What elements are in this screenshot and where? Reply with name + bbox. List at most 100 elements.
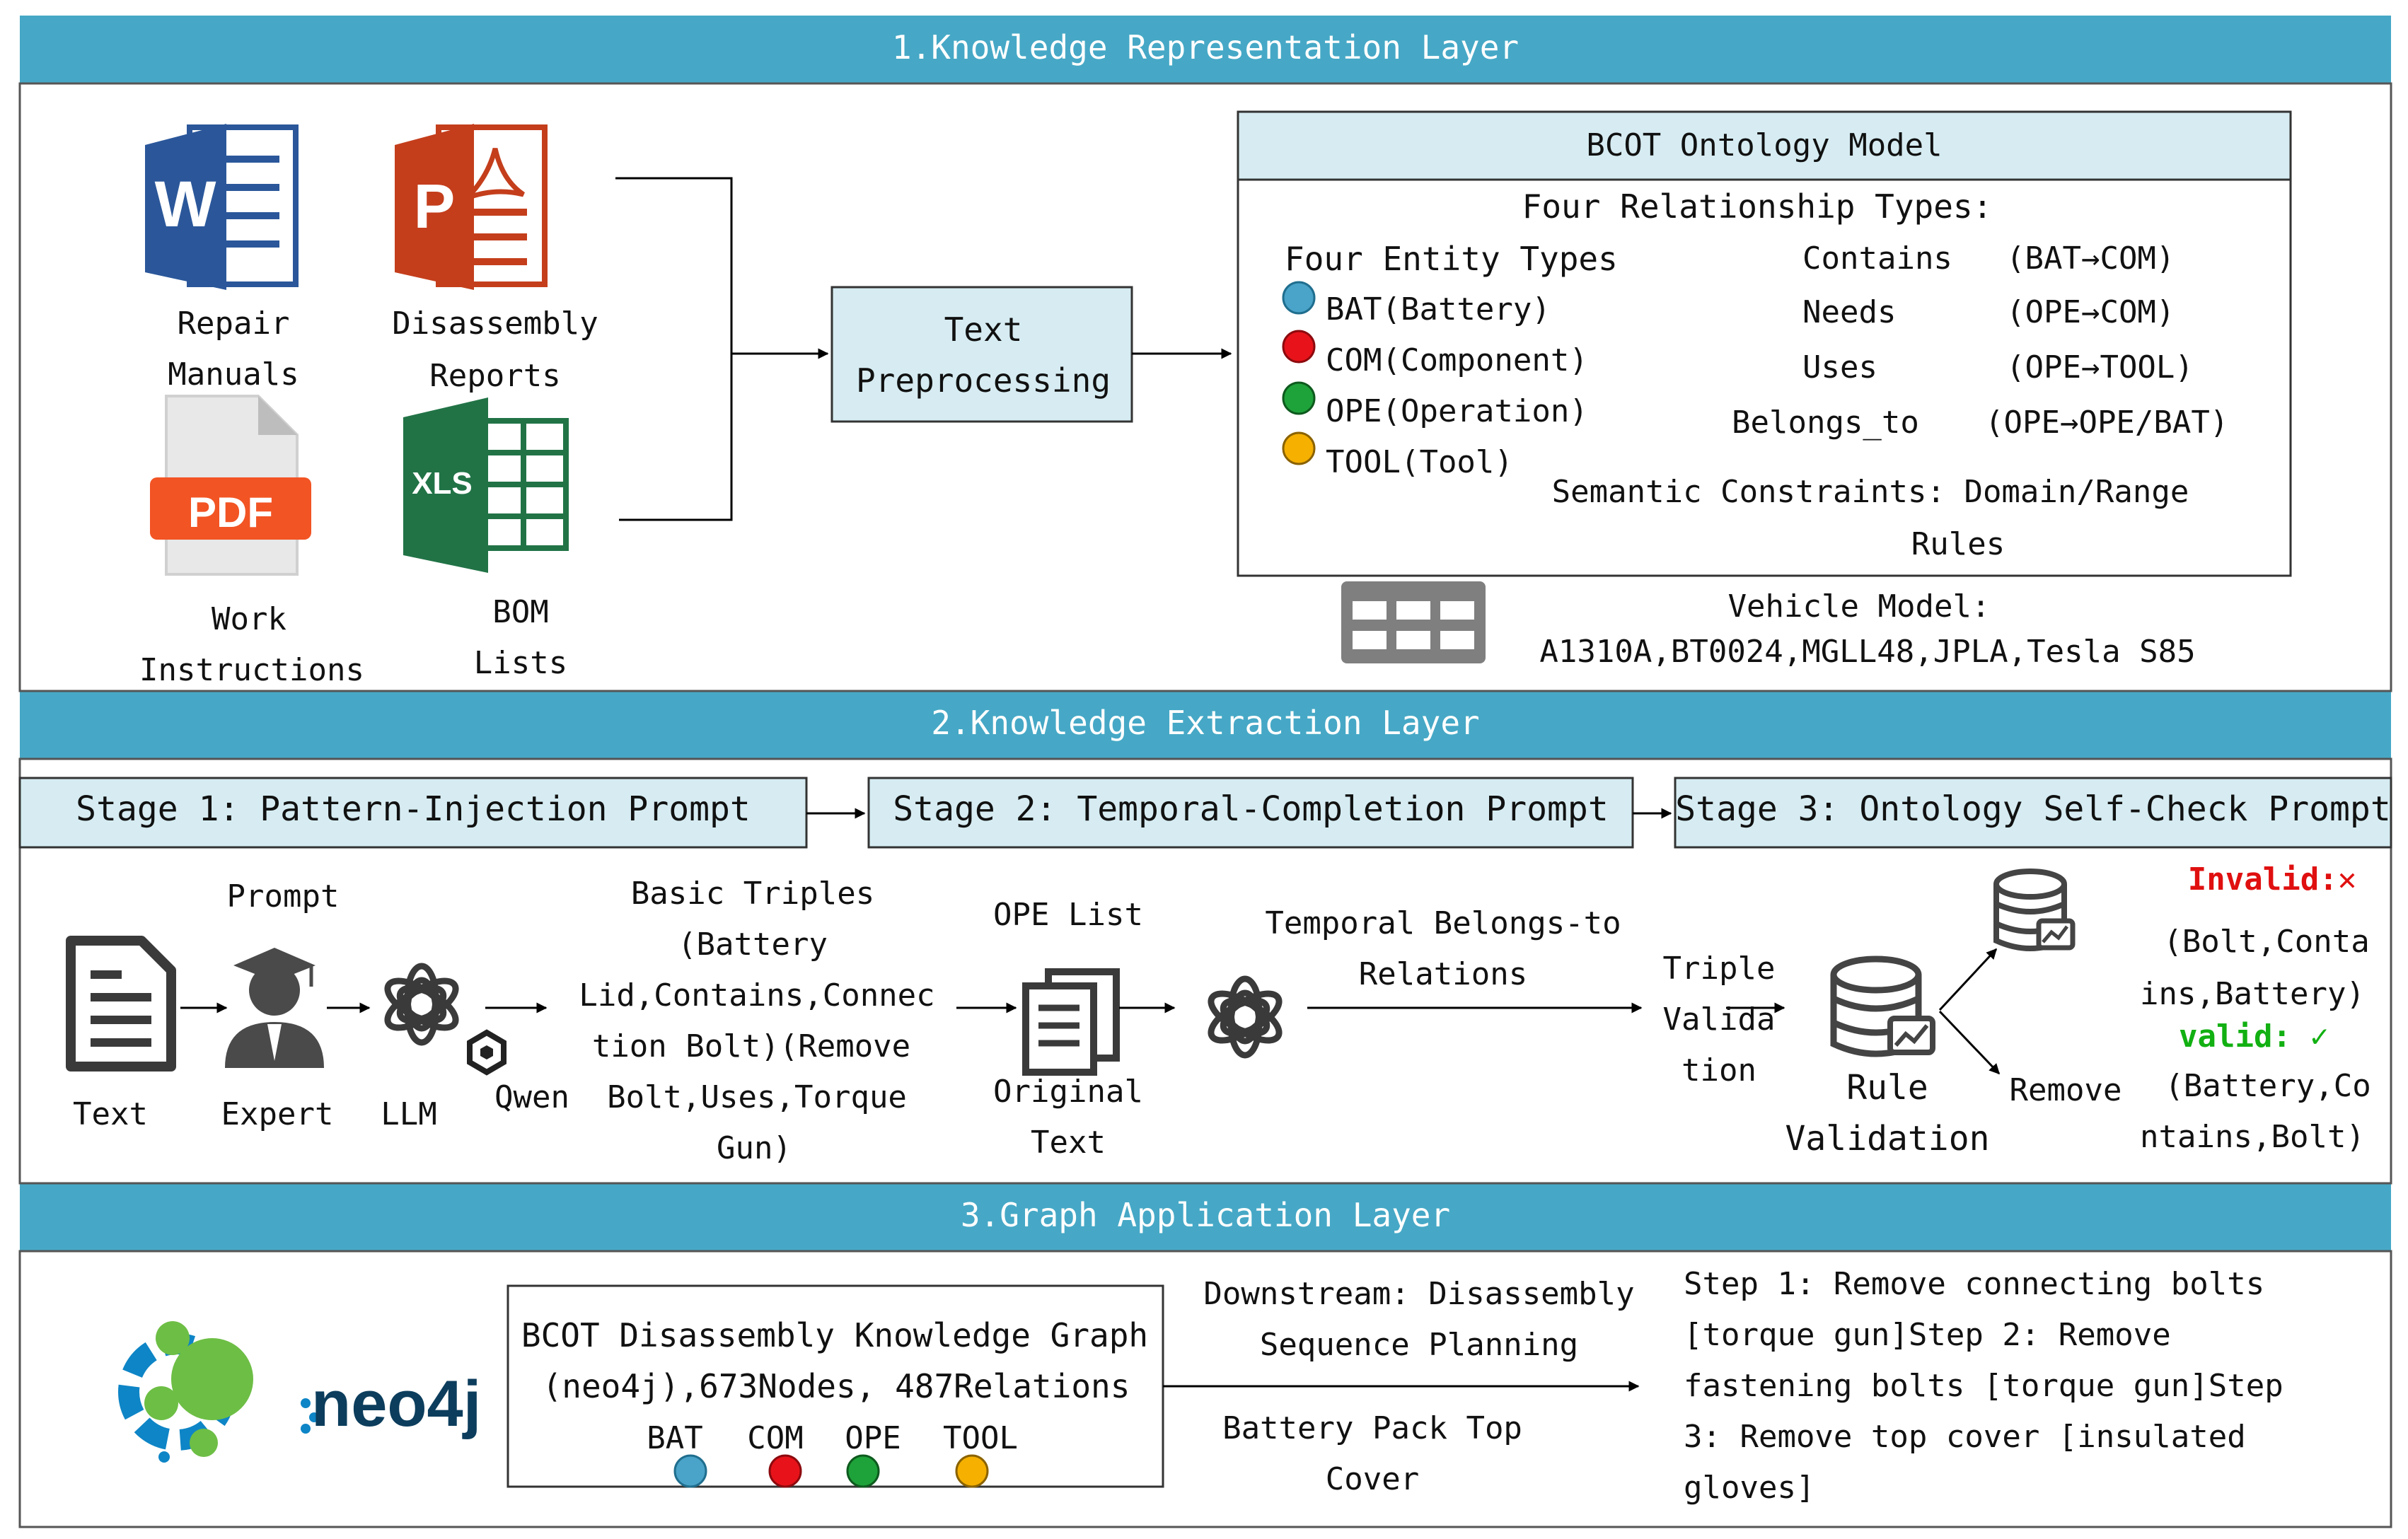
tool-entity-dot — [1282, 431, 1316, 465]
steps-line1: Step 1: Remove connecting bolts — [1684, 1266, 2265, 1302]
triples-line6: Gun) — [717, 1130, 792, 1166]
valid-example-line1: (Battery,Co — [2165, 1068, 2371, 1104]
rule-to-remove-arrow — [1938, 1010, 2001, 1075]
triples-line5: Bolt,Uses,Torque — [607, 1079, 907, 1115]
llm-icon-2 — [1208, 975, 1283, 1059]
legend-ope-dot — [846, 1454, 880, 1488]
steps-line4: 3: Remove top cover [insulated — [1684, 1419, 2246, 1455]
neo4j-logo-icon — [118, 1321, 253, 1463]
triples-line3: Lid,Contains,Connec — [579, 977, 935, 1014]
bat-entity-dot — [1282, 281, 1316, 315]
constraints-line1: Semantic Constraints: Domain/Range — [1551, 474, 2189, 510]
knowledge-graph-box — [507, 1284, 1164, 1488]
relation-uses-map: (OPE→TOOL) — [2006, 349, 2194, 385]
layer1-title: 1.Knowledge Representation Layer — [891, 28, 1520, 66]
stage3-label: Stage 3: Ontology Self-Check Prompt — [1675, 789, 2391, 829]
legend-bat-label: BAT — [647, 1420, 703, 1456]
remove-label: Remove — [2009, 1072, 2122, 1108]
temporal-line2: Relations — [1358, 956, 1528, 992]
pdf-document-icon: PDF — [150, 395, 311, 576]
pdf-label-line2: Instructions — [139, 652, 364, 688]
ontology-box — [1237, 110, 2292, 577]
invalid-label: Invalid:✕ — [2187, 861, 2357, 898]
ope-list-label: OPE List — [993, 897, 1143, 933]
stage3-box — [1674, 777, 2392, 849]
neo4j-wordmark-dots — [301, 1398, 319, 1434]
relation-uses-name: Uses — [1802, 349, 1877, 385]
temporal-line1: Temporal Belongs-to — [1265, 905, 1621, 941]
downstream-line1: Downstream: Disassembly — [1203, 1276, 1635, 1312]
triples-line2: (Battery — [678, 927, 828, 963]
text-document-icon — [66, 936, 176, 1072]
valid-example-line2: ntains,Bolt) — [2140, 1119, 2365, 1155]
relation-contains-name: Contains — [1802, 240, 1952, 277]
xls-badge-text: XLS — [412, 466, 473, 501]
stage2-label: Stage 2: Temporal-Completion Prompt — [893, 789, 1609, 829]
relation-belongs-map: (OPE→OPE/BAT) — [1985, 405, 2229, 441]
steps-line2: [torque gun]Step 2: Remove — [1684, 1317, 2171, 1353]
original-text-line2: Text — [1031, 1125, 1106, 1161]
layer3-banner — [20, 1183, 2391, 1251]
triples-line1: Basic Triples — [630, 876, 875, 912]
relation-needs-map: (OPE→COM) — [2006, 294, 2175, 330]
ppt-label-line1: Disassembly — [392, 306, 598, 342]
stage2-box — [867, 777, 1634, 849]
llm-label: LLM — [381, 1096, 437, 1132]
battery-cover-line2: Cover — [1325, 1461, 1420, 1497]
rule-validation-database-icon — [1830, 956, 1935, 1057]
relation-belongs-name: Belongs_to — [1732, 405, 1919, 441]
legend-bat-dot — [673, 1454, 707, 1488]
invalid-example-line2: ins,Battery) — [2140, 976, 2365, 1012]
entity-types-header: Four Entity Types — [1285, 240, 1618, 278]
xls-label-line1: BOM — [492, 594, 549, 630]
xls-label-line2: Lists — [473, 645, 568, 681]
triple-validation-line2: Valida — [1662, 1001, 1776, 1038]
original-text-line1: Original — [993, 1074, 1143, 1110]
svg-text:W: W — [155, 168, 216, 240]
ope-entity-dot — [1282, 381, 1316, 415]
layer1-frame — [18, 82, 2392, 692]
triple-validation-line1: Triple — [1662, 951, 1776, 987]
svg-text:P: P — [414, 171, 456, 241]
layer2-frame — [18, 757, 2392, 1185]
entity-bat: BAT(Battery) — [1326, 291, 1551, 327]
preprocessing-line1: Text — [944, 310, 1023, 349]
ontology-title: BCOT Ontology Model — [1586, 127, 1943, 163]
layer3-frame — [18, 1250, 2392, 1528]
entity-com: COM(Component) — [1326, 342, 1588, 378]
llm-icon — [384, 963, 459, 1046]
ppt-label-line2: Reports — [429, 358, 561, 394]
stage1-label: Stage 1: Pattern-Injection Prompt — [76, 789, 751, 829]
qwen-label: Qwen — [494, 1079, 569, 1115]
entity-tool: TOOL(Tool) — [1326, 444, 1513, 480]
legend-ope-label: OPE — [845, 1420, 901, 1456]
pdf-label-line1: Work — [212, 601, 286, 637]
expert-label: Expert — [221, 1096, 334, 1132]
kg-title-line2: (neo4j),673Nodes, 487Relations — [542, 1367, 1130, 1405]
relation-contains-map: (BAT→COM) — [2006, 240, 2175, 277]
layer2-banner — [20, 691, 2391, 759]
valid-label: valid: ✓ — [2179, 1018, 2329, 1055]
ope-list-icon — [1022, 968, 1120, 1076]
powerpoint-document-icon: P — [395, 124, 548, 290]
battery-cover-line1: Battery Pack Top — [1222, 1410, 1522, 1446]
invalid-database-icon — [1993, 869, 2076, 951]
entity-ope: OPE(Operation) — [1326, 393, 1588, 429]
ontology-title-bar — [1237, 110, 2292, 181]
relationship-types-header: Four Relationship Types: — [1522, 187, 1993, 226]
preprocessing-line2: Preprocessing — [855, 361, 1111, 400]
vehicle-model-list: A1310A,BT0024,MGLL48,JPLA,Tesla S85 — [1539, 634, 2196, 670]
sources-bracket — [615, 177, 733, 521]
word-label-line1: Repair — [177, 306, 290, 342]
neo4j-wordmark: neo4j — [311, 1368, 482, 1440]
layer2-title: 2.Knowledge Extraction Layer — [931, 704, 1480, 742]
steps-line3: fastening bolts [torque gun]Step — [1684, 1368, 2283, 1404]
legend-com-label: COM — [747, 1420, 804, 1456]
prompt-label: Prompt — [226, 878, 340, 914]
legend-com-dot — [768, 1454, 802, 1488]
rule-validation-line1: Rule — [1846, 1068, 1928, 1108]
table-icon — [1341, 581, 1486, 663]
layer1-banner — [20, 16, 2391, 83]
triples-line4: tion Bolt)(Remove — [591, 1028, 911, 1064]
